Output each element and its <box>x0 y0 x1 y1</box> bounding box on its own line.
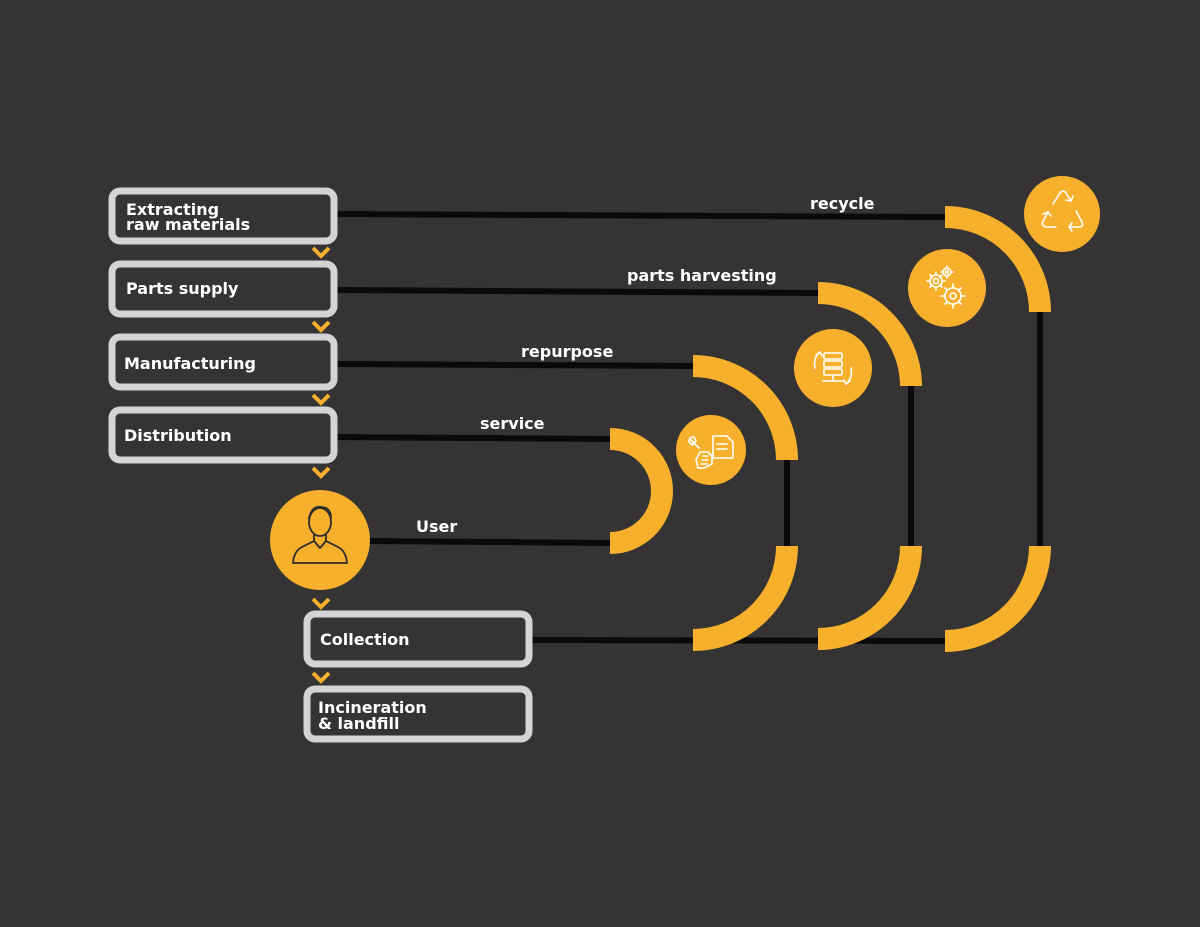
stage-extracting-line1: Extracting <box>126 200 219 219</box>
stage-extracting-line2: raw materials <box>126 215 250 234</box>
user-line <box>364 538 611 546</box>
service-label: service <box>480 414 545 433</box>
service-icon <box>688 435 734 469</box>
service-line <box>331 434 611 442</box>
parts-harvesting-line <box>331 287 819 296</box>
chevron-down-icon <box>311 320 331 333</box>
user-label: User <box>416 517 457 536</box>
repurpose-label: repurpose <box>521 342 613 361</box>
stage-extracting: Extracting raw materials <box>108 187 338 245</box>
stage-boxes: Extracting raw materials Parts supply Ma… <box>108 187 533 743</box>
service-node <box>676 415 746 485</box>
user-node <box>270 490 370 590</box>
parts-harvesting-label: parts harvesting <box>627 266 777 285</box>
parts-harvesting-arc-top <box>817 282 922 387</box>
service-arc <box>609 428 673 554</box>
recycle-label: recycle <box>810 194 875 213</box>
stage-incineration-line1: Incineration <box>318 698 427 717</box>
parts-harvesting-node <box>908 249 986 327</box>
parts-harvesting-arc-bottom <box>817 545 922 650</box>
recycle-arc-top <box>944 206 1051 313</box>
repurpose-line <box>331 361 694 369</box>
chevron-down-icon <box>311 246 331 259</box>
stage-manufacturing: Manufacturing <box>108 333 338 391</box>
recycle-node <box>1024 176 1100 252</box>
repurpose-arc-bottom <box>692 545 798 651</box>
user-icon <box>292 505 348 564</box>
recycle-icon <box>1041 190 1084 232</box>
repurpose-node <box>794 329 872 407</box>
chevron-down-icon <box>311 597 331 610</box>
stage-distribution-label: Distribution <box>124 426 232 445</box>
loop-labels: recycle parts harvesting repurpose servi… <box>416 194 875 536</box>
stage-parts-supply-label: Parts supply <box>126 279 239 298</box>
stage-collection-label: Collection <box>320 630 410 649</box>
chevron-down-icon <box>311 671 331 684</box>
chevron-down-icon <box>311 466 331 479</box>
repurpose-arc-top <box>692 355 798 461</box>
recycle-arc-bottom <box>944 545 1051 652</box>
stage-manufacturing-label: Manufacturing <box>124 354 256 373</box>
stage-incineration: Incineration & landfill <box>303 685 533 743</box>
stage-distribution: Distribution <box>108 406 338 464</box>
flow-chevrons <box>311 246 331 684</box>
loop-arcs <box>609 206 1051 652</box>
recycle-line <box>331 211 946 220</box>
stage-incineration-line2: & landfill <box>318 714 399 733</box>
gears-icon <box>926 265 966 309</box>
stage-collection: Collection <box>303 610 533 668</box>
stage-parts-supply: Parts supply <box>108 260 338 318</box>
repurpose-icon <box>813 351 853 385</box>
chevron-down-icon <box>311 393 331 406</box>
